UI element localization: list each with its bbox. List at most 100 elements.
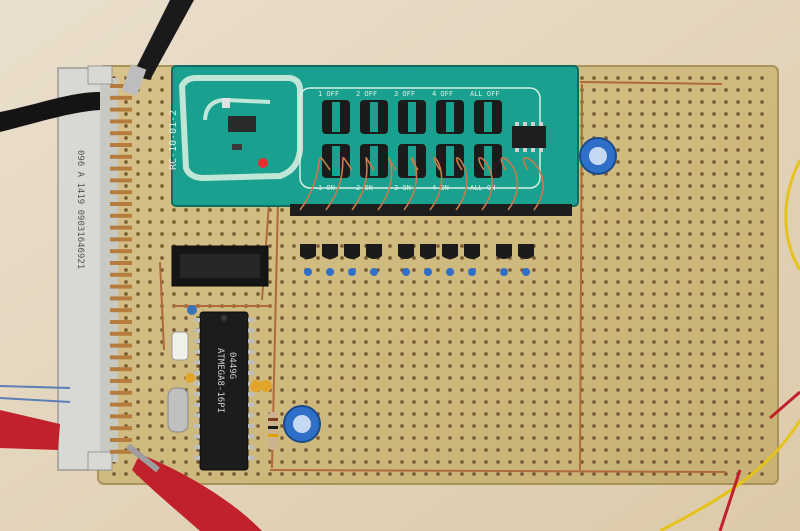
jumper-wire <box>478 157 493 211</box>
connector-pin <box>110 95 132 100</box>
chip-pin <box>248 392 254 397</box>
module-pcb-text: RC-10-01-2 <box>168 110 179 170</box>
connector-pin <box>110 225 132 230</box>
connector-pin <box>110 426 132 431</box>
chip-pin <box>248 349 254 354</box>
connector-pin <box>110 213 132 218</box>
connector-pin <box>110 237 132 242</box>
chip-pin <box>194 381 200 386</box>
electrolytic-capacitor-top <box>579 137 617 175</box>
black-clip-top <box>121 0 194 96</box>
connector-pin <box>110 320 132 324</box>
led-red <box>258 158 268 168</box>
chip-pin <box>194 360 200 365</box>
chip-pin <box>248 328 254 333</box>
ceramic-capacitors <box>185 305 272 392</box>
connector-pin <box>110 143 132 147</box>
button-label: 4 OFF <box>432 90 453 98</box>
chip-pin <box>194 424 200 428</box>
connector-pin <box>110 154 132 159</box>
transistor-row <box>300 244 534 276</box>
jumper-wire <box>377 157 397 211</box>
chip-pin <box>248 455 254 460</box>
chip-line-2: ATMEGA8-16PI <box>215 348 225 413</box>
ic-pin <box>531 122 535 126</box>
yellow-wires-right <box>659 159 800 531</box>
chip-pin <box>194 339 200 344</box>
transistor <box>442 244 458 276</box>
chip-pin <box>194 328 200 333</box>
chip-pin <box>248 434 254 439</box>
resistor <box>268 412 278 450</box>
red-clip-bottom <box>126 443 262 531</box>
chip-pin <box>248 339 254 344</box>
ic-pin <box>531 148 535 152</box>
keypad <box>360 144 388 178</box>
connector-text: 096 A 1419 09031646921 <box>75 150 85 269</box>
keypad <box>436 100 464 134</box>
chip-pin <box>248 318 254 322</box>
chip-pin <box>194 413 200 418</box>
jumper-wire <box>351 157 375 211</box>
connector-pin <box>110 343 132 348</box>
chip-pin <box>248 445 254 450</box>
transistor <box>518 244 534 276</box>
connector-pin <box>110 402 132 407</box>
button-label: ALL ON <box>470 184 495 192</box>
red-clip-left <box>0 410 60 450</box>
ic-pin <box>539 148 543 152</box>
thin-wires-left <box>0 385 71 403</box>
keypad <box>360 100 388 134</box>
chip-pin <box>194 349 200 354</box>
chip-pins <box>194 318 254 460</box>
diode <box>171 331 189 361</box>
connector-pin <box>110 390 132 395</box>
jumper-wire <box>455 157 468 211</box>
transistor <box>464 244 480 276</box>
button-label: 1 OFF <box>318 90 339 98</box>
connector-pin <box>110 331 132 336</box>
transistor <box>398 244 414 276</box>
keypad <box>398 100 426 134</box>
chip-line-1: 0449G <box>227 352 237 379</box>
chip-pin <box>248 413 254 418</box>
jumper-wires <box>299 157 544 211</box>
connector-pin <box>110 308 132 313</box>
button-label: 3 OFF <box>394 90 415 98</box>
chip-pin <box>248 424 254 428</box>
connector-pin <box>110 414 132 419</box>
connector-pin <box>110 131 132 136</box>
black-cable-left <box>0 92 100 132</box>
jumper-wire <box>299 157 331 211</box>
keypad-group <box>322 100 502 178</box>
button-label: 1 ON <box>318 184 335 192</box>
button-label: 3 ON <box>394 184 411 192</box>
button-label: 2 OFF <box>356 90 377 98</box>
pin-header <box>290 204 572 216</box>
connector-pin <box>110 190 132 195</box>
keypad <box>436 144 464 178</box>
jumper-wire <box>522 157 544 211</box>
atmega-chip: 0449G ATMEGA8-16PI <box>194 311 254 471</box>
connector-pin <box>110 296 132 301</box>
connector-pin <box>110 261 132 265</box>
isp-header <box>171 245 269 287</box>
transistor <box>300 244 316 276</box>
keypad <box>474 100 502 134</box>
transistor <box>420 244 436 276</box>
transistor <box>496 244 512 276</box>
connector-pin <box>110 449 132 454</box>
edge-connector: 096 A 1419 09031646921 <box>57 65 132 471</box>
jumper-wire <box>403 157 419 211</box>
chip-pin <box>194 455 200 460</box>
connector-pin <box>110 249 132 254</box>
chip-pin <box>248 360 254 365</box>
jumper-wire <box>500 157 519 211</box>
transistor <box>322 244 338 276</box>
button-label: ALL OFF <box>470 90 500 98</box>
connector-pin <box>110 284 132 289</box>
connector-pin <box>110 107 132 112</box>
